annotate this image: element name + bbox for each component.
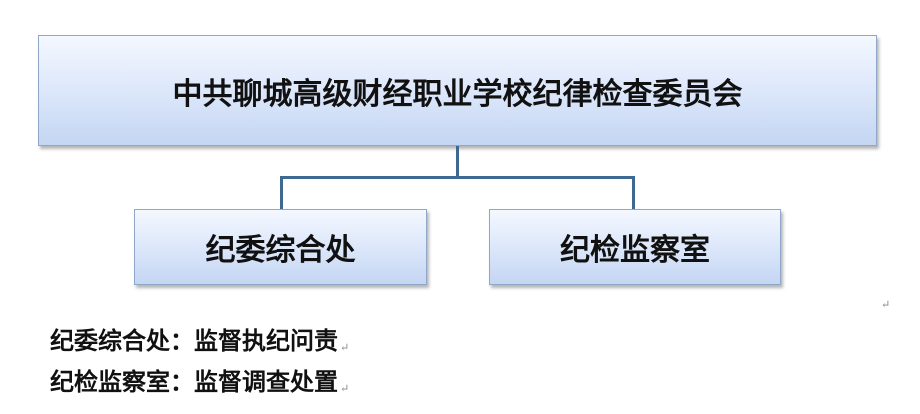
note-text-2: 纪检监察室：监督调查处置 [50, 367, 338, 396]
child-node-label-1: 纪委综合处 [205, 233, 356, 268]
note-line-2: 纪检监察室：监督调查处置↵ [50, 362, 349, 397]
child-node-box-2: 纪检监察室 [489, 209, 781, 285]
note-text-1: 纪委综合处：监督执纪问责 [50, 326, 338, 355]
connector-to-right-child [632, 176, 635, 209]
paragraph-mark: ↵ [340, 341, 350, 354]
note-line-1: 纪委综合处：监督执纪问责↵ [50, 321, 349, 356]
root-node-box: 中共聊城高级财经职业学校纪律检查委员会 [38, 35, 877, 146]
connector-root-down [456, 146, 459, 178]
root-node-label: 中共聊城高级财经职业学校纪律检查委员会 [172, 76, 743, 112]
connector-horizontal [280, 176, 635, 179]
connector-to-left-child [280, 176, 283, 209]
child-node-box-1: 纪委综合处 [134, 209, 427, 285]
paragraph-mark: ↵ [340, 382, 350, 395]
paragraph-mark: ↵ [881, 298, 891, 311]
child-node-label-2: 纪检监察室 [560, 233, 710, 268]
